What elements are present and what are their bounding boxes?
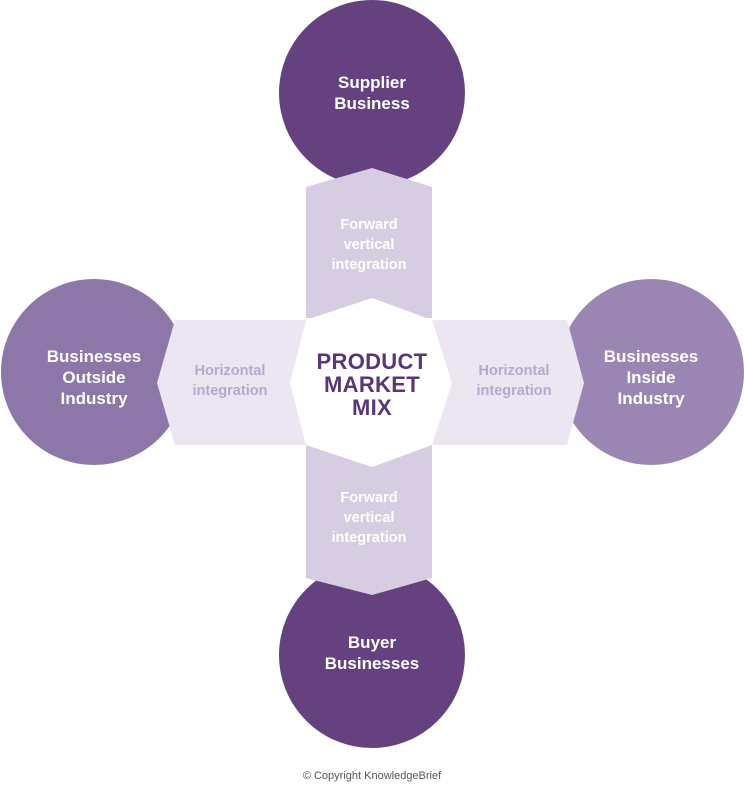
arm-bottom: [306, 445, 432, 595]
node-label-right: Businesses Inside Industry: [603, 346, 699, 408]
node-label-left: Businesses Outside Industry: [46, 346, 142, 408]
arm-left: [157, 320, 306, 445]
arm-label-top: Forward vertical integration: [331, 217, 407, 273]
arm-top: [306, 168, 432, 318]
node-circle-top: [279, 0, 465, 186]
center-octagon: [290, 298, 452, 467]
center-label: PRODUCT MARKET MIX: [316, 348, 428, 420]
arm-label-bottom: Forward vertical integration: [331, 490, 407, 546]
copyright-text: © Copyright KnowledgeBrief: [302, 770, 442, 782]
arm-label-left: Horizontal integration: [192, 363, 268, 399]
arm-label-right: Horizontal integration: [476, 363, 552, 399]
node-circle-bottom: [279, 562, 465, 748]
node-circle-right: [558, 279, 744, 465]
arm-right: [432, 320, 584, 445]
node-label-top: Supplier Business: [334, 73, 410, 113]
node-label-bottom: Buyer Businesses: [324, 633, 420, 673]
node-circle-left: [1, 279, 187, 465]
